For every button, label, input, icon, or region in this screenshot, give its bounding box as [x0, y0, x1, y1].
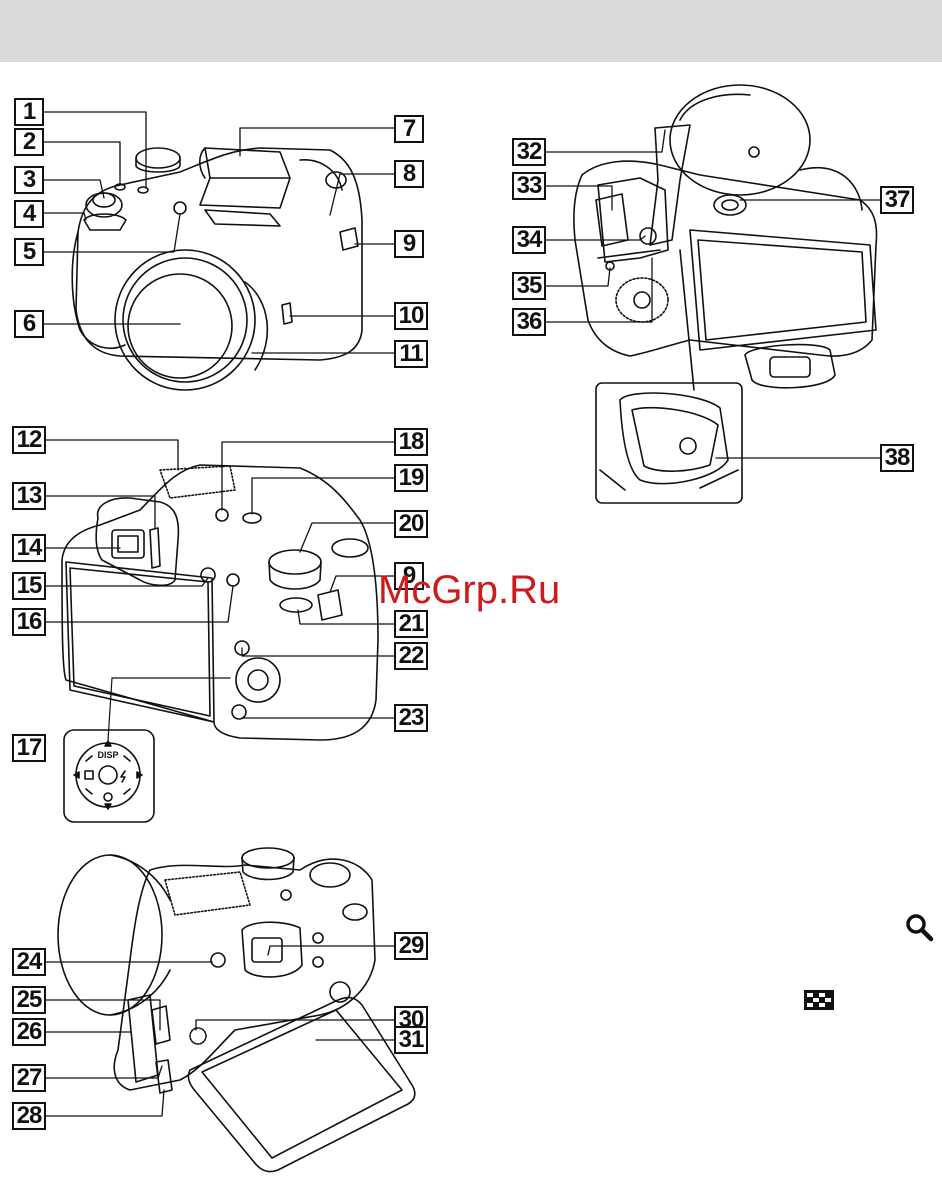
callout-35: 35: [512, 272, 546, 300]
back-view-illustration: [62, 465, 378, 740]
callout-10: 10: [394, 302, 428, 330]
side-view-illustration: [58, 848, 415, 1172]
dpad-inset-illustration: [64, 730, 154, 822]
callout-11: 11: [394, 340, 428, 368]
callout-28: 28: [12, 1102, 46, 1130]
callout-7: 7: [394, 115, 424, 143]
front-view-illustration: [72, 148, 362, 390]
callout-25: 25: [12, 986, 46, 1014]
callout-22: 22: [394, 642, 428, 670]
callout-34: 34: [512, 226, 546, 254]
callout-24: 24: [12, 948, 46, 976]
callout-6: 6: [14, 310, 44, 338]
dpad-disp-label: DISP: [97, 750, 118, 760]
callout-1: 1: [14, 98, 44, 126]
checkerboard-icon[interactable]: [804, 990, 834, 1010]
callout-23: 23: [394, 704, 428, 732]
leader-lines: [42, 112, 880, 1116]
watermark: McGrp.Ru: [378, 568, 560, 613]
callout-38: 38: [880, 444, 914, 472]
callout-9a: 9: [394, 230, 424, 258]
callout-36: 36: [512, 308, 546, 336]
callout-29: 29: [394, 932, 428, 960]
magnifier-icon[interactable]: [904, 912, 934, 942]
callout-19: 19: [394, 464, 428, 492]
callout-32: 32: [512, 138, 546, 166]
callout-15: 15: [12, 572, 46, 600]
callout-16: 16: [12, 608, 46, 636]
callout-3: 3: [14, 166, 44, 194]
callout-33: 33: [512, 172, 546, 200]
callout-17: 17: [12, 734, 46, 762]
callout-18: 18: [394, 428, 428, 456]
callout-27: 27: [12, 1064, 46, 1092]
callout-37: 37: [880, 186, 914, 214]
callout-20: 20: [394, 510, 428, 538]
callout-12: 12: [12, 426, 46, 454]
callout-13: 13: [12, 482, 46, 510]
callout-14: 14: [12, 534, 46, 562]
callout-4: 4: [14, 200, 44, 228]
callout-8: 8: [394, 160, 424, 188]
bottom-view-illustration: [574, 85, 877, 503]
callout-21: 21: [394, 610, 428, 638]
callout-5: 5: [14, 238, 44, 266]
callout-31: 31: [394, 1026, 428, 1054]
callout-26: 26: [12, 1018, 46, 1046]
callout-2: 2: [14, 128, 44, 156]
